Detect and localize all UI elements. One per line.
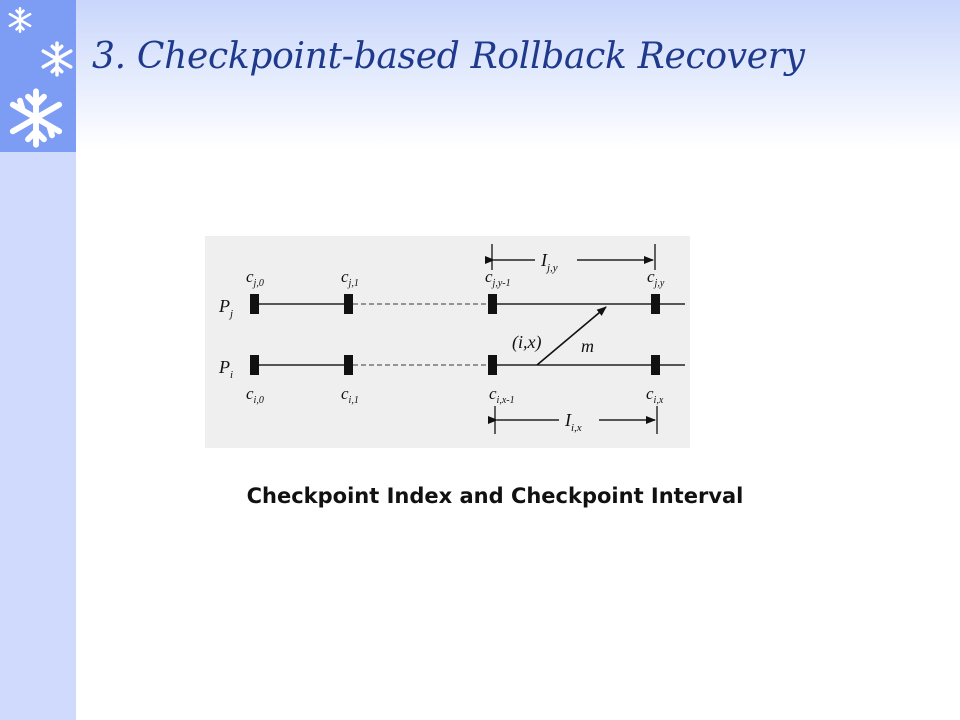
checkpoint-label: ci,x [646,384,664,406]
checkpoint-label: ci,x-1 [489,384,515,406]
message-arrow [536,306,607,366]
slide-title: 3. Checkpoint-based Rollback Recovery [92,36,805,77]
diagram-panel [205,236,690,448]
snowflake-icon [41,41,73,77]
title-background [0,0,960,150]
checkpoint-marker [488,355,497,375]
checkpoint-marker [488,294,497,314]
snowflake-icon [9,88,63,148]
checkpoint-label: cj,0 [246,267,264,289]
interval-label-jy: Ij,y [540,250,558,274]
checkpoint-marker [651,355,660,375]
checkpoint-label: ci,0 [246,384,264,406]
process-label-pj: Pj [218,296,233,320]
figure-caption: Checkpoint Index and Checkpoint Interval [246,484,744,508]
checkpoint-diagram: Pj Pi cj,0 cj,1 cj,y-1 cj,y ci,0 ci,1 ci… [218,244,685,434]
checkpoint-label: cj,y [647,267,665,289]
checkpoint-marker [651,294,660,314]
checkpoint-label: cj,1 [341,267,359,289]
message-label: m [581,336,594,356]
interval-bracket-jy [485,244,656,270]
checkpoint-label: cj,y-1 [485,267,511,289]
checkpoint-marker [344,294,353,314]
snowflake-icon [8,7,32,33]
checkpoint-marker [250,294,259,314]
checkpoint-marker [250,355,259,375]
interval-bracket-ix [488,406,658,434]
checkpoint-label: ci,1 [341,384,359,406]
snowflake-decoration [0,0,76,152]
process-label-pi: Pi [218,357,233,381]
interval-label-ix: Ii,x [564,410,582,434]
checkpoint-marker [344,355,353,375]
event-label: (i,x) [512,332,541,353]
